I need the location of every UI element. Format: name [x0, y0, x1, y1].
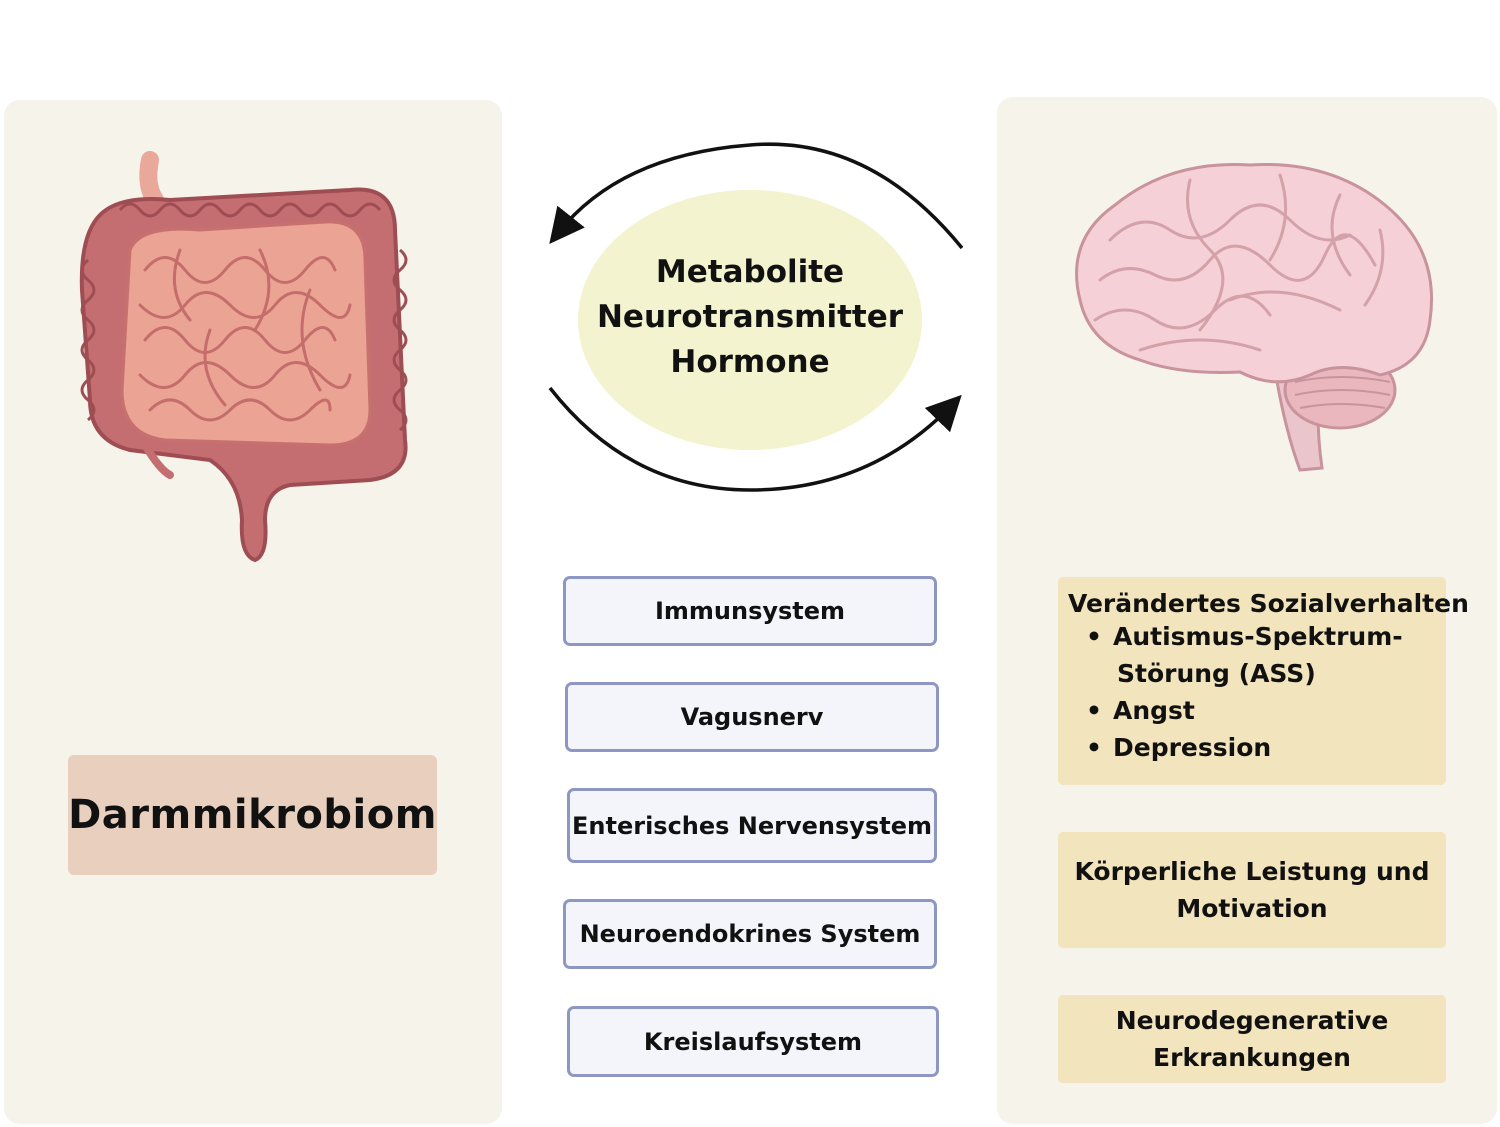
arrow-brain-to-gut — [549, 142, 964, 250]
list-item-depression: Depression — [1068, 729, 1446, 766]
signal-metabolites: Metabolite — [655, 254, 845, 290]
pathway-neuroendocrine-system: Neuroendokrines System — [563, 899, 937, 969]
signal-neurotransmitter: Neurotransmitter — [596, 299, 904, 335]
effect-social-behavior: Verändertes Sozialverhalten Autismus-Spe… — [1058, 577, 1469, 785]
gut-microbiome-label-box: Darmmikrobiom — [68, 755, 437, 875]
gut-microbiome-label: Darmmikrobiom — [68, 792, 437, 838]
signals-ellipse — [578, 190, 922, 450]
bidirectional-cycle — [548, 142, 964, 492]
list-item-anxiety: Angst — [1068, 692, 1446, 729]
pathway-vagus-nerve: Vagusnerv — [565, 682, 939, 752]
brain-icon — [1075, 163, 1434, 472]
list-item-asd: Autismus-Spektrum- Störung (ASS) — [1068, 618, 1446, 692]
pathway-circulatory-system: Kreislaufsystem — [567, 1006, 939, 1077]
pathway-immune-system: Immunsystem — [563, 576, 937, 646]
arrow-gut-to-brain — [548, 386, 962, 492]
signals-text: Metabolite Neurotransmitter Hormone — [580, 250, 920, 385]
effect-social-list: Autismus-Spektrum- Störung (ASS) Angst D… — [1068, 618, 1446, 766]
signal-hormones: Hormone — [670, 344, 830, 380]
effect-physical-performance: Körperliche Leistung und Motivation — [1058, 832, 1446, 948]
effect-neurodegenerative: Neurodegenerative Erkrankungen — [1058, 995, 1446, 1083]
intestine-icon — [79, 151, 408, 563]
pathway-enteric-nervous-system: Enterisches Nervensystem — [567, 788, 937, 863]
effect-social-title: Verändertes Sozialverhalten — [1068, 589, 1469, 618]
